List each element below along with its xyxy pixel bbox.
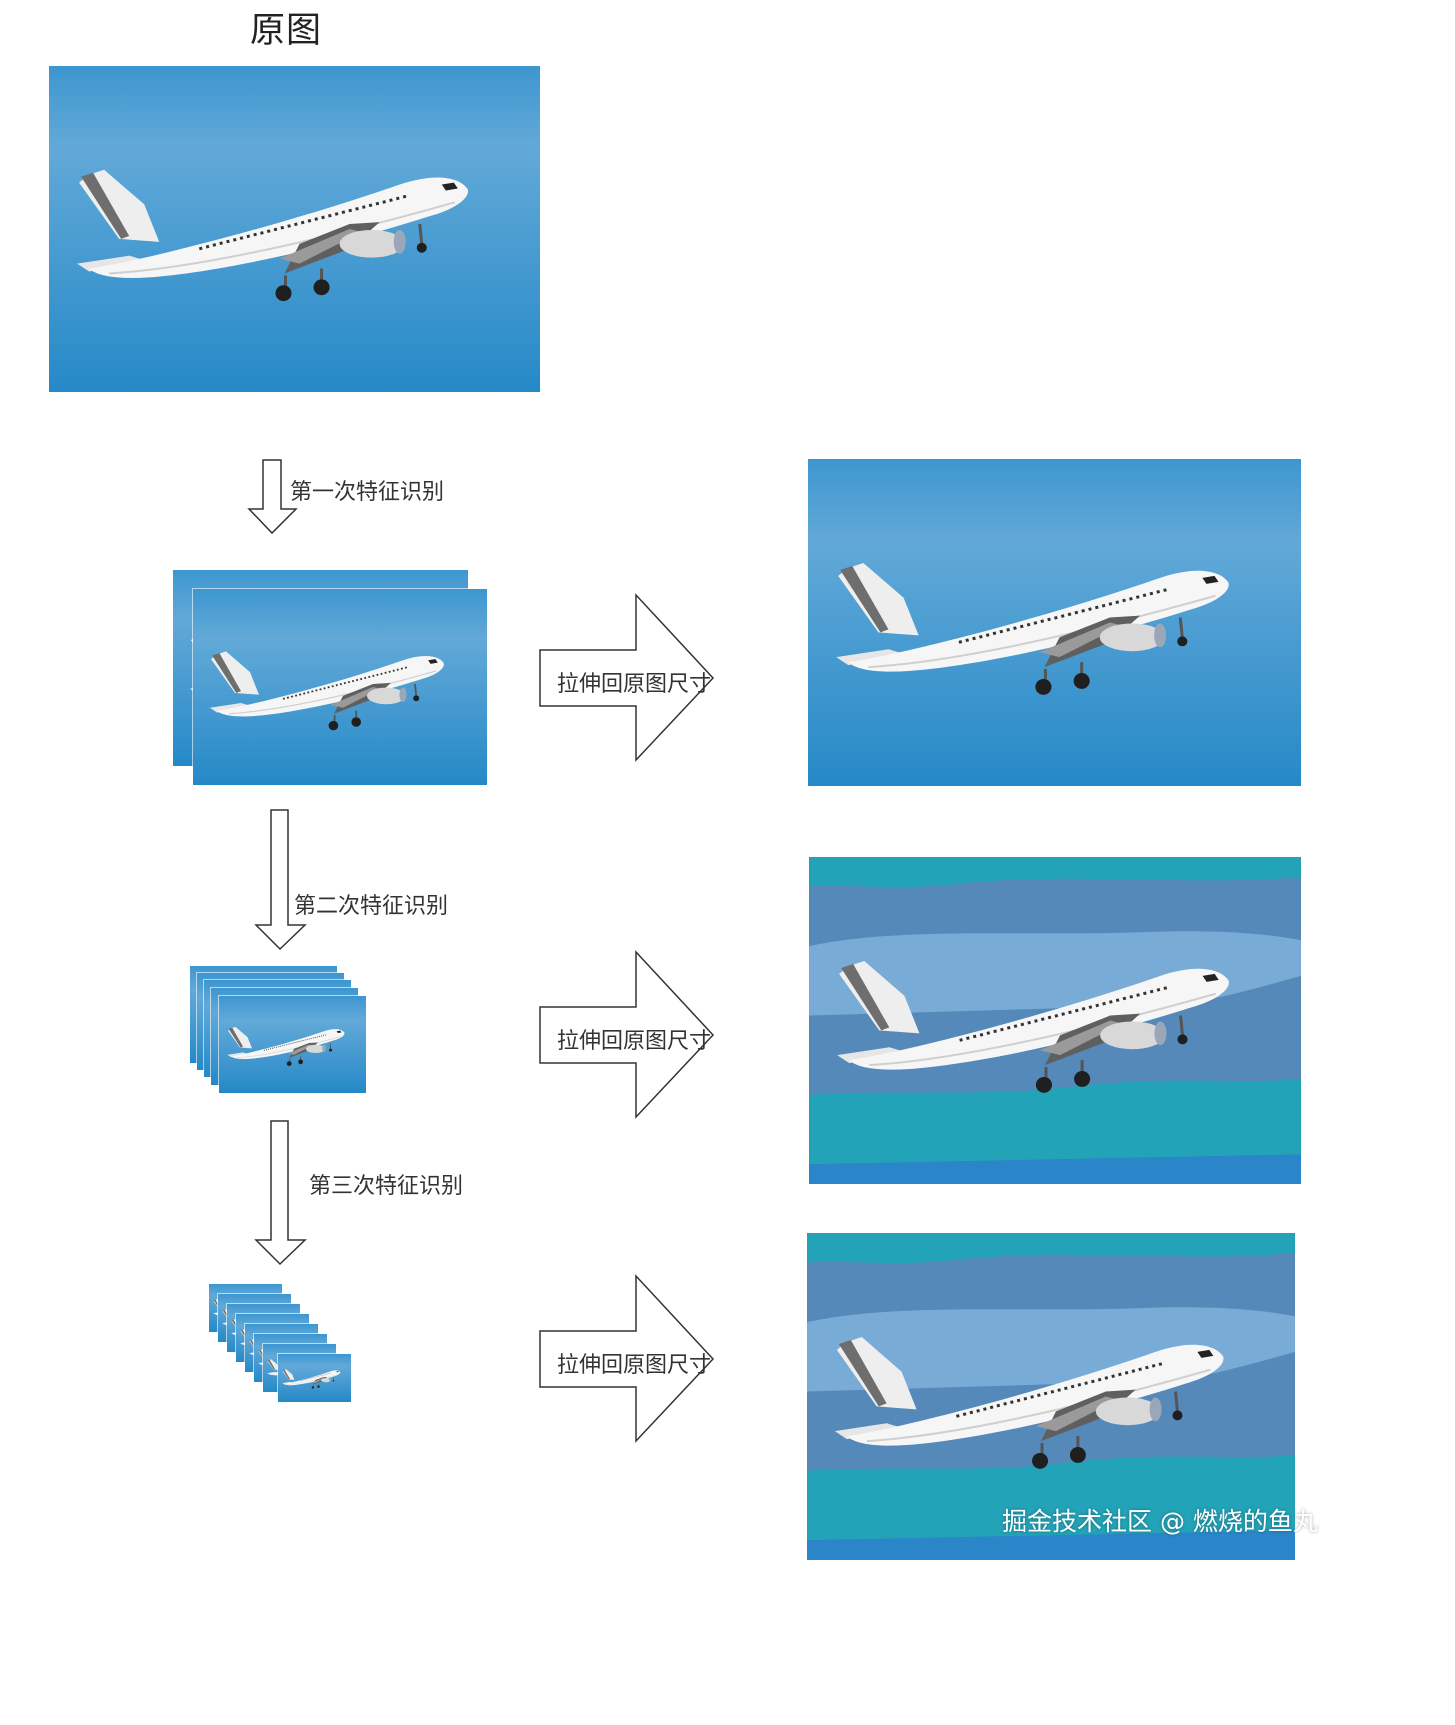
step-label-2: 第二次特征识别 — [294, 894, 449, 919]
feature-map-3-card — [278, 1354, 351, 1402]
stretch-label-3: 拉伸回原图尺寸 — [557, 1353, 712, 1378]
original-image — [49, 66, 540, 392]
down-arrow-icon — [254, 1120, 307, 1266]
step-label-3: 第三次特征识别 — [309, 1174, 464, 1199]
stretch-label-1: 拉伸回原图尺寸 — [557, 672, 712, 697]
right-arrow-icon — [539, 950, 715, 1119]
right-arrow-icon — [539, 593, 715, 762]
airplane-photo-icon — [809, 857, 1301, 1184]
page-title: 原图 — [250, 11, 323, 51]
step-label-1: 第一次特征识别 — [290, 480, 445, 505]
feature-map-1-front — [193, 589, 487, 785]
stretch-label-2: 拉伸回原图尺寸 — [557, 1029, 712, 1054]
result-image-2 — [809, 857, 1301, 1184]
airplane-photo-icon — [808, 459, 1301, 786]
down-arrow-icon — [247, 459, 298, 535]
watermark: 掘金技术社区 @ 燃烧的鱼丸 — [1002, 1507, 1318, 1536]
result-image-1 — [808, 459, 1301, 786]
down-arrow-icon — [254, 809, 307, 951]
airplane-photo-icon — [49, 66, 540, 392]
airplane-photo-icon — [193, 589, 487, 785]
feature-map-2-card — [219, 996, 366, 1093]
right-arrow-icon — [539, 1274, 715, 1443]
